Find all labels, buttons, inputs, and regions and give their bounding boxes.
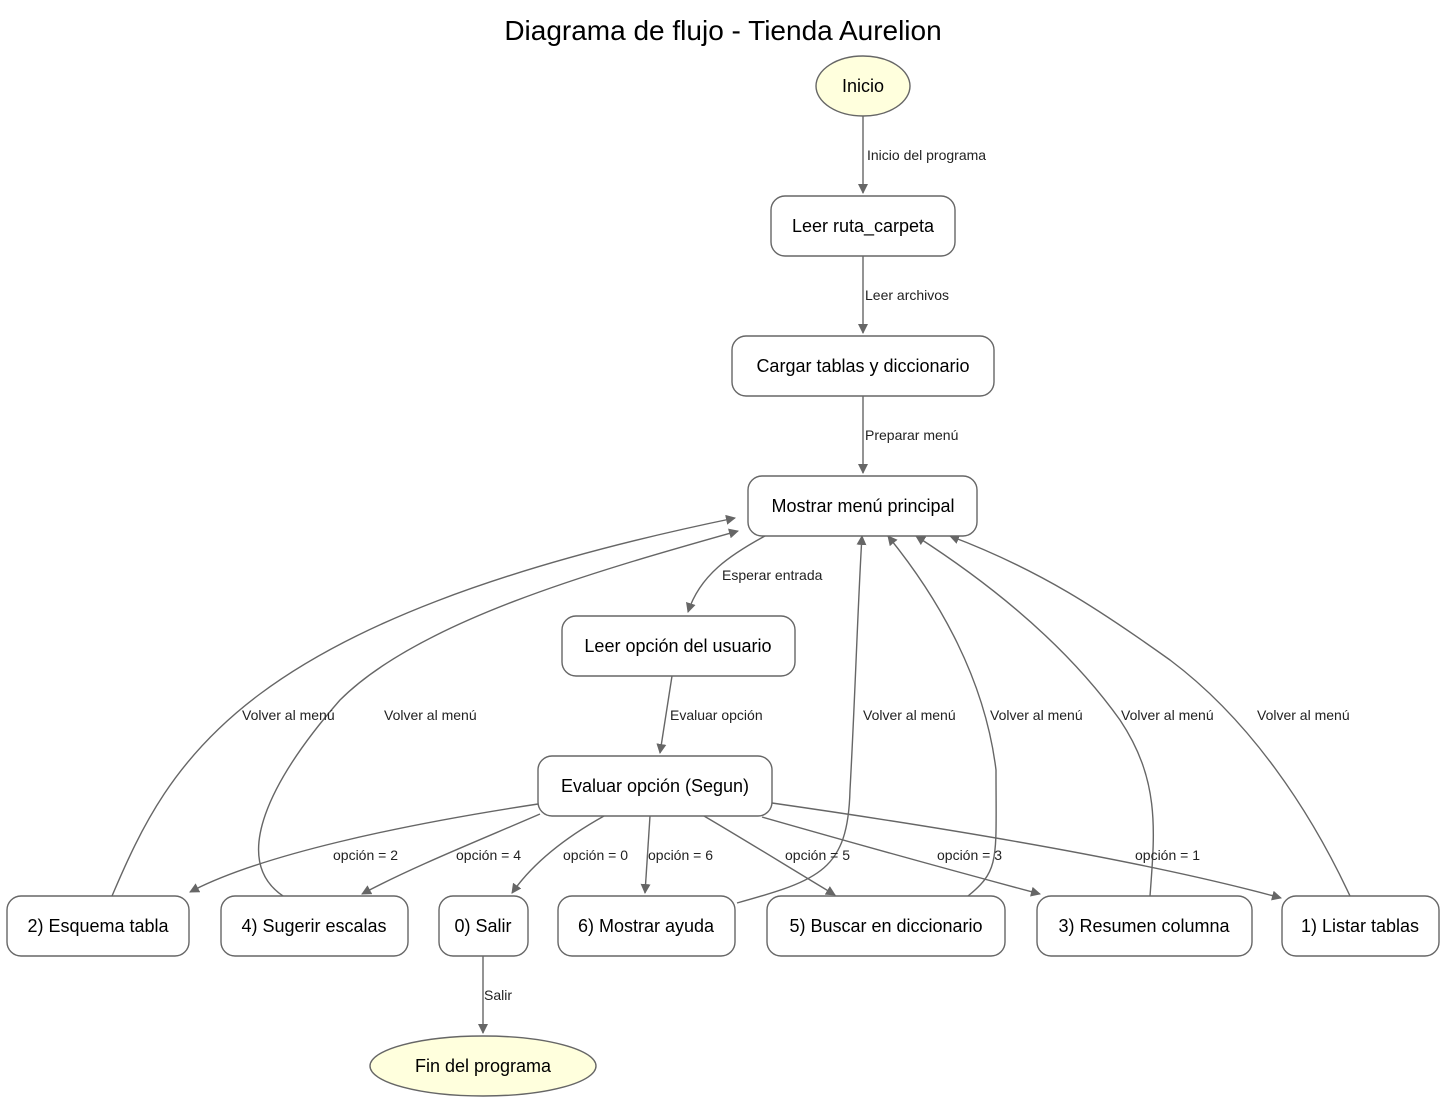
node-listar-label: 1) Listar tablas <box>1301 916 1419 936</box>
node-evaluar: Evaluar opción (Segun) <box>537 755 773 817</box>
node-inicio: Inicio <box>815 55 911 117</box>
edges <box>111 116 1351 1034</box>
edge-ayuda-menu <box>736 535 867 904</box>
node-menu: Mostrar menú principal <box>747 475 978 537</box>
edge-label-esperar-entrada: Esperar entrada <box>722 567 823 583</box>
edge-menu-leer-opcion <box>686 535 766 613</box>
edge-esquema-menu <box>111 514 736 897</box>
node-resumen: 3) Resumen columna <box>1036 895 1253 957</box>
node-fin-label: Fin del programa <box>415 1056 552 1076</box>
node-buscar-label: 5) Buscar en diccionario <box>789 916 982 936</box>
edge-label-opcion-2: opción = 2 <box>333 847 398 863</box>
node-leer-opcion: Leer opción del usuario <box>561 615 796 677</box>
node-leer-ruta: Leer ruta_carpeta <box>770 195 956 257</box>
edge-evaluar-resumen <box>761 816 1041 897</box>
edge-evaluar-salir <box>511 815 605 894</box>
edge-label-volver-4: Volver al menú <box>384 707 477 723</box>
edge-label-salir: Salir <box>484 987 512 1003</box>
node-listar: 1) Listar tablas <box>1281 895 1440 957</box>
node-cargar: Cargar tablas y diccionario <box>731 335 995 397</box>
edge-evaluar-sugerir <box>361 813 541 895</box>
node-evaluar-label: Evaluar opción (Segun) <box>561 776 749 796</box>
edge-listar-menu <box>949 534 1351 897</box>
edge-leer-opcion-evaluar <box>656 675 673 754</box>
edge-evaluar-ayuda <box>640 815 651 894</box>
edge-buscar-menu <box>887 535 997 897</box>
node-esquema: 2) Esquema tabla <box>6 895 190 957</box>
edge-evaluar-esquema <box>189 803 539 893</box>
edge-label-opcion-1: opción = 1 <box>1135 847 1200 863</box>
node-salir-label: 0) Salir <box>454 916 511 936</box>
edge-label-volver-2: Volver al menú <box>242 707 335 723</box>
edge-evaluar-buscar <box>703 815 836 896</box>
edge-resumen-menu <box>915 535 1155 897</box>
edge-labels: Inicio del programa Leer archivos Prepar… <box>242 147 1350 1003</box>
node-ayuda-label: 6) Mostrar ayuda <box>578 916 715 936</box>
edge-label-evaluar-opcion: Evaluar opción <box>670 707 763 723</box>
edge-sugerir-menu <box>258 528 739 897</box>
node-cargar-label: Cargar tablas y diccionario <box>756 356 969 376</box>
node-sugerir: 4) Sugerir escalas <box>220 895 409 957</box>
edge-label-opcion-0: opción = 0 <box>563 847 628 863</box>
edge-label-volver-3: Volver al menú <box>1121 707 1214 723</box>
node-sugerir-label: 4) Sugerir escalas <box>241 916 386 936</box>
node-menu-label: Mostrar menú principal <box>771 496 954 516</box>
edge-label-opcion-6: opción = 6 <box>648 847 713 863</box>
edge-label-volver-6: Volver al menú <box>863 707 956 723</box>
node-fin: Fin del programa <box>369 1035 597 1097</box>
edge-label-leer-archivos: Leer archivos <box>865 287 949 303</box>
edge-label-opcion-5: opción = 5 <box>785 847 850 863</box>
node-resumen-label: 3) Resumen columna <box>1058 916 1230 936</box>
edge-label-inicio-programa: Inicio del programa <box>867 147 986 163</box>
node-buscar: 5) Buscar en diccionario <box>766 895 1006 957</box>
edge-label-opcion-4: opción = 4 <box>456 847 521 863</box>
nodes: Inicio Leer ruta_carpeta Cargar tablas y… <box>6 55 1440 1097</box>
node-esquema-label: 2) Esquema tabla <box>27 916 169 936</box>
diagram-title: Diagrama de flujo - Tienda Aurelion <box>504 15 941 46</box>
node-inicio-label: Inicio <box>842 76 884 96</box>
edge-evaluar-listar <box>771 802 1282 901</box>
node-salir: 0) Salir <box>438 895 529 957</box>
edge-label-preparar-menu: Preparar menú <box>865 427 958 443</box>
edge-label-opcion-3: opción = 3 <box>937 847 1002 863</box>
node-ayuda: 6) Mostrar ayuda <box>557 895 736 957</box>
edge-label-volver-5: Volver al menú <box>990 707 1083 723</box>
edge-label-volver-1: Volver al menú <box>1257 707 1350 723</box>
node-leer-opcion-label: Leer opción del usuario <box>584 636 771 656</box>
node-leer-ruta-label: Leer ruta_carpeta <box>792 216 935 237</box>
